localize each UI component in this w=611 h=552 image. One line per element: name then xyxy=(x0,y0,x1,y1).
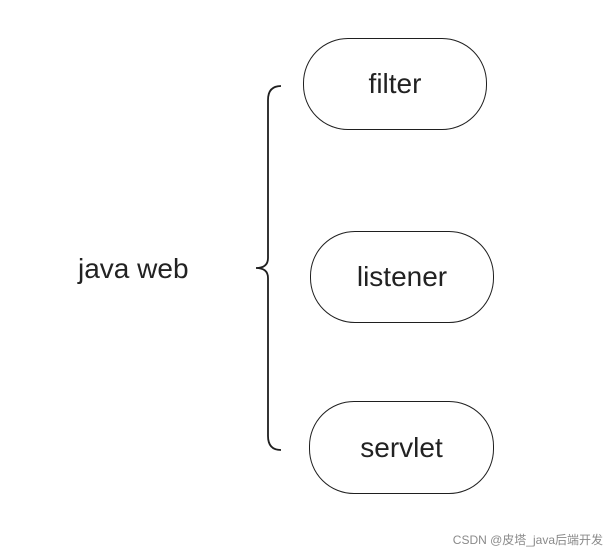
node-filter: filter xyxy=(303,38,487,130)
node-filter-label: filter xyxy=(368,68,422,99)
node-servlet: servlet xyxy=(309,401,494,494)
node-servlet-label: servlet xyxy=(360,431,443,463)
curly-brace-icon xyxy=(255,85,282,451)
node-listener: listener xyxy=(310,231,494,323)
node-listener-label: listener xyxy=(356,261,448,292)
watermark: CSDN @皮塔_java后端开发 xyxy=(452,533,603,547)
root-label: java web xyxy=(78,253,189,284)
